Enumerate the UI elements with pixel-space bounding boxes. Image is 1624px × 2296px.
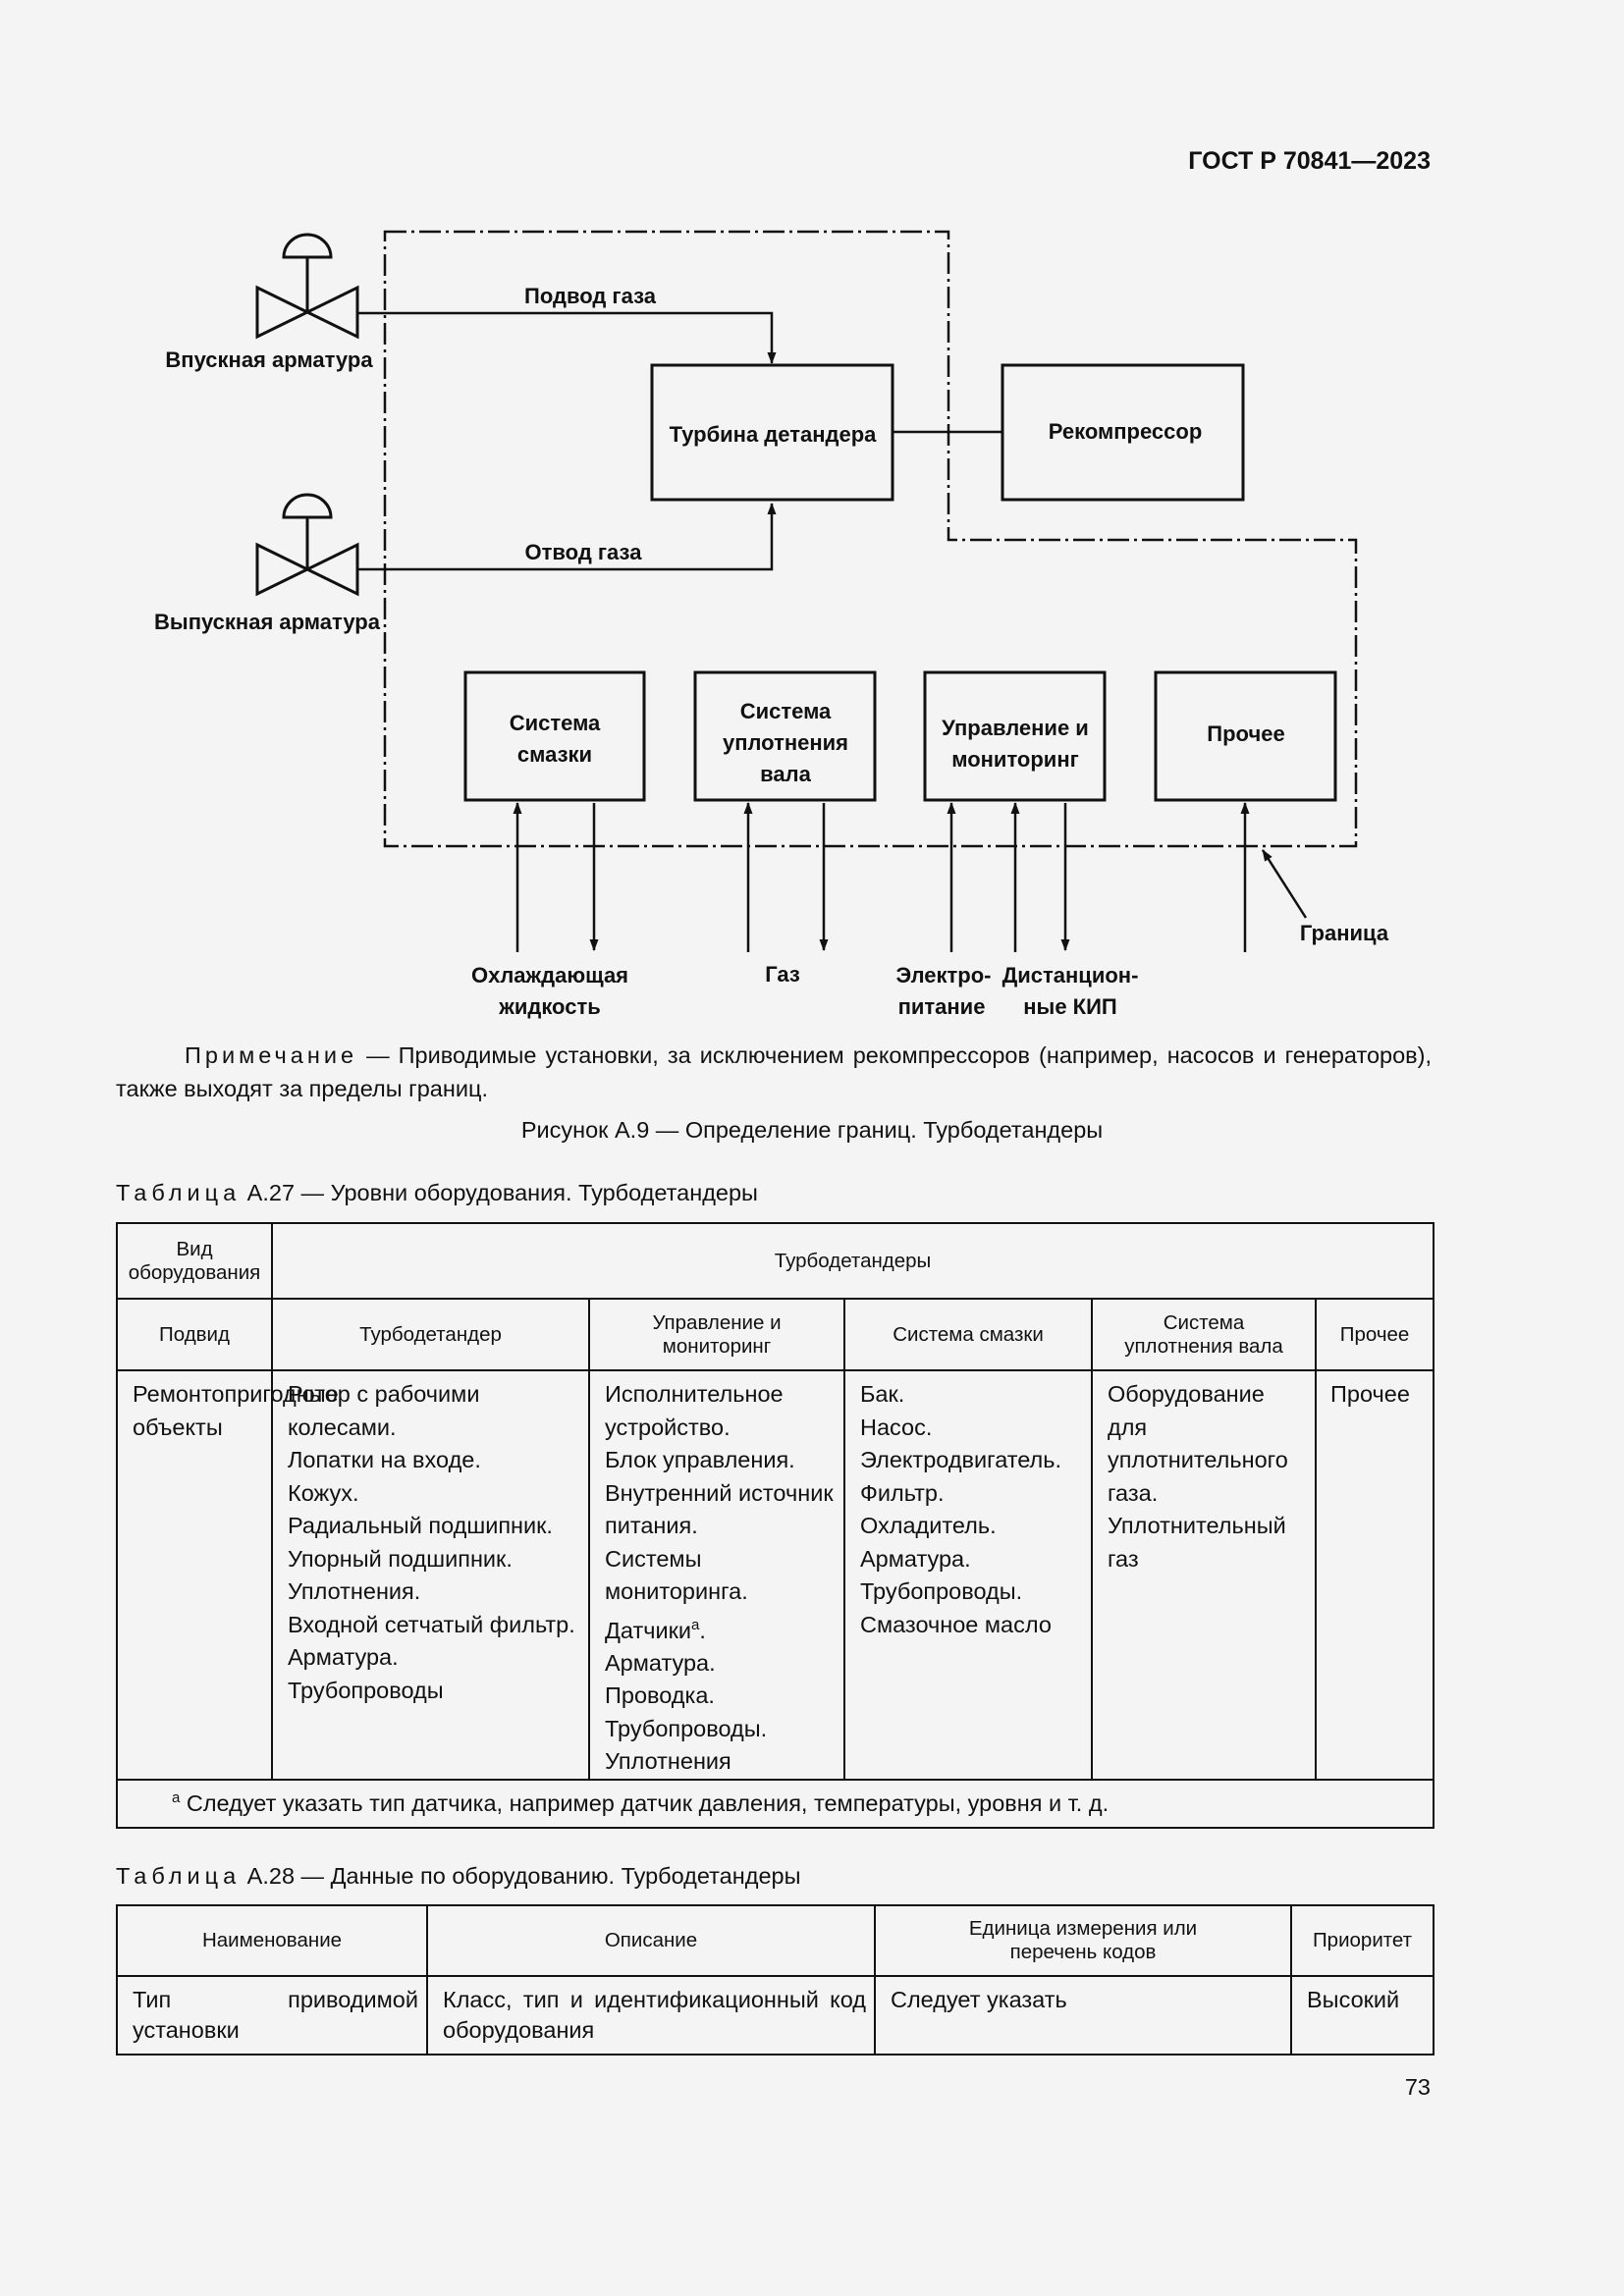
- note-lead: Примечание: [185, 1042, 358, 1068]
- control-block: [923, 670, 1107, 802]
- list-item: Оборудование для уплотнительного газа.: [1108, 1381, 1288, 1506]
- column-header: Система смазки: [843, 1298, 1093, 1371]
- turbine-block: [650, 363, 894, 502]
- lubrication-label: Система: [510, 711, 601, 735]
- table-row: Тип приводимой установки Класс, тип и ид…: [116, 1975, 1435, 2056]
- list-item: Кожух.: [288, 1479, 359, 1506]
- list-item: Радиальный подшипник.: [288, 1513, 553, 1538]
- column-header: Прочее: [1314, 1298, 1435, 1371]
- equipment-kind-header: Вид оборудования: [116, 1222, 273, 1300]
- table-a28: Наименование Описание Единица измерения …: [116, 1904, 1435, 2056]
- inlet-valve-icon: [255, 233, 359, 340]
- gas-exhaust-label: Отвод газа: [525, 540, 643, 564]
- note-text: — Приводимые установки, за исключением р…: [116, 1042, 1432, 1101]
- power-label: Электро-: [895, 963, 991, 988]
- coolant-label: Охлаждающая: [471, 963, 628, 988]
- list-item: Насос.: [860, 1414, 933, 1440]
- gas-exhaust-line: [357, 503, 777, 571]
- boundary-diagram: Впускная арматура Выпускная арматура Под…: [154, 230, 1389, 1019]
- list-item: Лопатки на входе.: [288, 1447, 481, 1472]
- list-item: Смазочное масло: [860, 1611, 1052, 1637]
- column-header: Описание: [426, 1904, 876, 1977]
- table-cell-control: Исполнительное устройство. Блок управлен…: [588, 1369, 845, 1781]
- table-cell-name: Тип приводимой установки: [116, 1975, 428, 2056]
- remote-label: Дистанцион-: [1002, 963, 1139, 988]
- outlet-valve-label: Выпускная арматура: [154, 610, 381, 634]
- page-number: 73: [1404, 2074, 1431, 2100]
- table-cell-seal: Оборудование для уплотнительного газа. У…: [1091, 1369, 1317, 1781]
- list-item: Бак.: [860, 1381, 905, 1407]
- other-block: [1154, 670, 1337, 802]
- column-header: Управление и мониторинг: [588, 1298, 845, 1371]
- table-a28-caption: Таблица А.28 — Данные по оборудованию. Т…: [116, 1863, 801, 1889]
- group-header: Турбодетандеры: [270, 1222, 1435, 1300]
- outlet-valve-icon: [255, 493, 359, 597]
- inlet-valve-label: Впускная арматура: [165, 347, 373, 372]
- list-item: Электродвигатель.: [860, 1447, 1062, 1472]
- figure-caption: Рисунок А.9 — Определение границ. Турбод…: [520, 1117, 1104, 1143]
- remote-label: ные КИП: [1023, 994, 1116, 1019]
- list-item: Исполнительное устройство.: [605, 1381, 784, 1440]
- list-item: Уплотнительный газ: [1108, 1513, 1286, 1572]
- list-item: Проводка.: [605, 1682, 715, 1709]
- list-item: Трубопроводы.: [605, 1715, 768, 1741]
- list-item: Фильтр.: [860, 1479, 945, 1506]
- list-item: Трубопроводы: [288, 1677, 444, 1703]
- list-item: Датчикиa.: [605, 1616, 706, 1643]
- column-header: Система уплотнения вала: [1091, 1298, 1317, 1371]
- recompressor-block: [1001, 363, 1245, 502]
- gas-label: Газ: [765, 962, 800, 987]
- table-cell-unit: Следует указать: [874, 1975, 1292, 2056]
- other-label: Прочее: [1207, 721, 1284, 746]
- list-item: Охладитель.: [860, 1513, 997, 1538]
- list-item: Входной сетчатый фильтр.: [288, 1611, 575, 1637]
- shaft-seal-label: уплотнения: [723, 730, 848, 755]
- column-header: Наименование: [116, 1904, 428, 1977]
- list-item: Трубопроводы.: [860, 1578, 1023, 1604]
- table-cell-lube: Бак. Насос. Электродвигатель. Фильтр. Ох…: [843, 1369, 1093, 1781]
- table-a27: Вид оборудования Турбодетандеры Подвид Т…: [115, 1222, 1435, 1829]
- control-label: Управление и: [942, 716, 1089, 740]
- turbine-label: Турбина детандера: [670, 422, 878, 447]
- lubrication-label: смазки: [517, 742, 592, 767]
- list-item: Арматура.: [288, 1644, 399, 1670]
- lubrication-block: [463, 670, 646, 802]
- recompressor-label: Рекомпрессор: [1049, 419, 1203, 444]
- list-item: Внутренний источник питания.: [605, 1479, 834, 1539]
- column-header: Единица измерения или перечень кодов: [874, 1904, 1292, 1977]
- table-footnote: a Следует указать тип датчика, например …: [115, 1778, 1435, 1829]
- column-header: Приоритет: [1290, 1904, 1435, 1977]
- column-header: Турбодетандер: [271, 1298, 590, 1371]
- list-item: Системы мониторинга.: [605, 1545, 748, 1605]
- list-item: Ротор с рабочими колесами.: [288, 1381, 480, 1440]
- list-item: Уплотнения: [605, 1748, 731, 1775]
- figure-note: Примечание — Приводимые установки, за ис…: [116, 1039, 1432, 1105]
- boundary-line: [383, 230, 1358, 848]
- coolant-label: жидкость: [498, 994, 601, 1019]
- power-label: питание: [898, 994, 986, 1019]
- shaft-seal-label: Система: [740, 699, 832, 723]
- table-cell-subtype: Ремонтопригодные объекты: [116, 1369, 339, 1781]
- column-header: Подвид: [116, 1298, 273, 1371]
- list-item: Арматура.: [860, 1545, 971, 1572]
- control-label: мониторинг: [951, 747, 1079, 772]
- gas-supply-label: Подвод газа: [524, 284, 657, 308]
- footnote-mark: a: [691, 1616, 700, 1633]
- list-item: Блок управления.: [605, 1447, 795, 1472]
- shaft-seal-label: вала: [760, 762, 811, 786]
- list-item: Арматура.: [605, 1649, 716, 1676]
- list-item: Уплотнения.: [288, 1578, 421, 1604]
- standard-id: ГОСТ Р 70841—2023: [1188, 147, 1431, 175]
- table-cell-description: Класс, тип и идентификационный код обору…: [426, 1975, 876, 2056]
- shaft-seal-block: [693, 670, 877, 802]
- table-cell-other: Прочее: [1314, 1369, 1435, 1781]
- gas-supply-line: [357, 311, 777, 364]
- boundary-pointer: [1261, 849, 1308, 919]
- table-a27-caption: Таблица А.27 — Уровни оборудования. Турб…: [116, 1180, 758, 1205]
- table-cell-priority: Высокий: [1290, 1975, 1435, 2056]
- table-cell-turbo: Ротор с рабочими колесами. Лопатки на вх…: [271, 1369, 590, 1781]
- list-item: Упорный подшипник.: [288, 1545, 513, 1572]
- boundary-label: Граница: [1300, 921, 1389, 945]
